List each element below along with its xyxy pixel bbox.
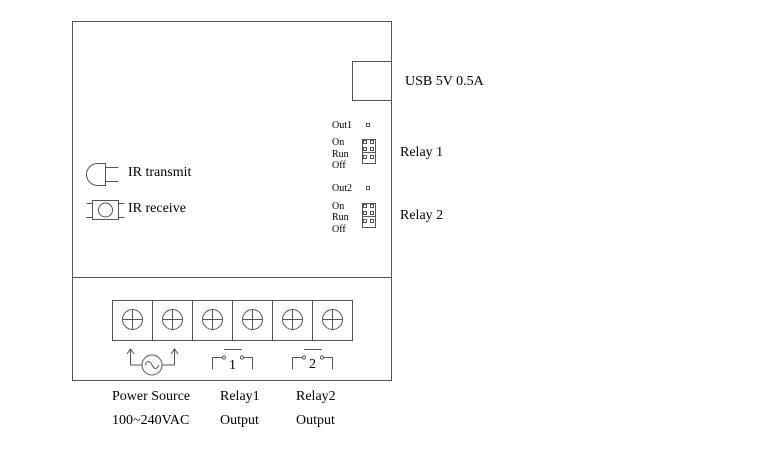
screw-terminal	[122, 309, 143, 330]
power-source-label: Power Source	[112, 389, 191, 404]
out1-led	[366, 123, 370, 127]
out1-label: Out1	[332, 120, 352, 131]
relay2-contact-symbol	[292, 349, 333, 370]
relay2-jumper-off-label: Off	[332, 224, 346, 235]
ir-receive-icon	[86, 200, 125, 220]
relay2-output-label-line1: Relay2	[296, 389, 336, 404]
ac-power-symbol	[126, 348, 179, 376]
relay1-output-label-line1: Relay1	[220, 389, 260, 404]
relay2-label: Relay 2	[400, 208, 444, 223]
usb-port	[352, 61, 392, 101]
relay1-jumper-run-label: Run	[332, 149, 349, 160]
ir-receive-label: IR receive	[128, 201, 186, 216]
relay1-jumper-on-label: On	[332, 137, 345, 148]
relay1-label: Relay 1	[400, 145, 444, 160]
relay1-jumper-off-label: Off	[332, 160, 346, 171]
out2-led	[366, 186, 370, 190]
relay2-output-label-line2: Output	[296, 413, 335, 428]
screw-terminal	[152, 300, 183, 341]
screw-terminal	[192, 300, 223, 341]
relay1-contact-symbol	[212, 349, 253, 370]
screw-terminal	[232, 300, 263, 341]
relay2-jumper-on-label: On	[332, 201, 345, 212]
screw-terminal	[272, 300, 303, 341]
power-voltage-label: 100~240VAC	[112, 413, 190, 428]
enclosure-outline	[72, 21, 392, 381]
terminal-block	[112, 300, 353, 341]
relay2-jumper-block	[362, 203, 376, 228]
usb-label: USB 5V 0.5A	[405, 74, 484, 89]
relay1-output-label-line2: Output	[220, 413, 259, 428]
relay2-jumper-run-label: Run	[332, 212, 349, 223]
relay1-jumper-block	[362, 139, 376, 164]
relay1-number: 1	[229, 358, 236, 373]
screw-terminal	[312, 300, 343, 341]
out2-label: Out2	[332, 183, 352, 194]
relay2-number: 2	[309, 357, 316, 372]
ir-transmit-icon	[86, 163, 119, 186]
ir-transmit-label: IR transmit	[128, 165, 192, 180]
